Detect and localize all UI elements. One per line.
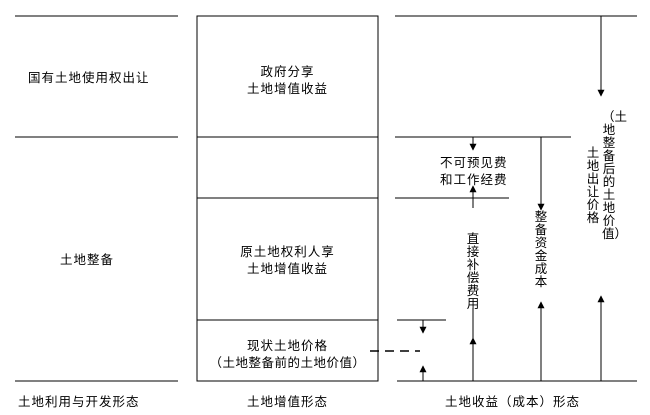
unforeseen-line1: 不可预见费 [440,155,508,170]
current-price-line1: 现状土地价格 [246,338,328,353]
right-footer: 土地收益（成本）形态 [445,394,581,409]
middle-footer: 土地增值形态 [246,394,328,409]
consolidation-cost-label: 整备资金成本 [534,209,548,289]
current-price-line2: （土地整备前的土地价值） [209,355,366,370]
unforeseen-line2: 和工作经费 [440,172,508,187]
transfer-label: 国有土地使用权出让 [28,70,150,85]
post-value-label: （土地整备后的土地价值） [602,109,628,241]
owner-share-line2: 土地增值收益 [246,261,328,276]
transfer-price-label: 土地出让价格 [586,145,600,225]
gov-share-line2: 土地增值收益 [246,81,328,96]
owner-share-line1: 原土地权利人享 [240,244,335,259]
direct-compensation-label: 直接补偿费用 [466,231,480,311]
gov-share-line1: 政府分享 [260,64,315,79]
consolidation-label: 土地整备 [60,252,115,267]
left-footer: 土地利用与开发形态 [18,394,140,409]
